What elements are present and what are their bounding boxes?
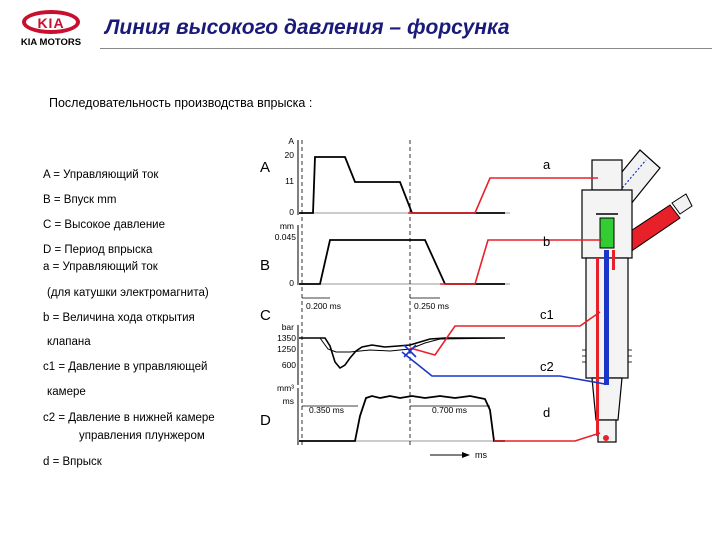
nozzle-holder (591, 377, 623, 421)
legend-item-b-lower: b = Величина хода открытия (43, 312, 195, 324)
axis-label-a-20: 20 (285, 150, 295, 160)
axis-label-c-600: 600 (282, 360, 296, 370)
injector-label-c2: c2 (540, 359, 554, 374)
time-annotations: 0.200 ms 0.250 ms 0.350 ms 0.700 ms (302, 297, 490, 415)
legend-item-a-note: (для катушки электромагнита) (47, 287, 209, 299)
legend-item-d-upper: D = Период впрыска (43, 244, 153, 256)
legend-item-c-upper: C = Высокое давление (43, 219, 165, 231)
axis-label-a-unit: A (288, 136, 294, 146)
fuel-inlet-fitting (671, 193, 693, 215)
axis-labels: A 20 11 0 mm 0.045 0 bar 1350 1250 600 m… (275, 136, 297, 406)
injector-labels: a b c1 c2 d (540, 157, 554, 420)
trace-b-valve-lift (299, 239, 505, 285)
axis-label-d-unit-top: mm³ (277, 383, 294, 393)
axis-label-d-unit-bottom: ms (283, 396, 294, 406)
row-letter-c: C (260, 307, 271, 324)
legend-item-d-lower: d = Впрыск (43, 456, 102, 468)
trace-c1-control-chamber (299, 337, 505, 370)
high-pressure-channel (596, 258, 599, 436)
trace-a-control-current (299, 156, 505, 214)
nozzle-orifice (603, 435, 609, 441)
time-label-t4: 0.700 ms (432, 405, 467, 415)
kia-motors-text: KIA MOTORS (20, 37, 82, 48)
axis-label-b-unit: mm (280, 221, 294, 231)
axis-label-c-1250: 1250 (277, 344, 296, 354)
control-chamber-channel (612, 250, 615, 270)
kia-logo: KIA KIA MOTORS (12, 10, 90, 52)
legend-item-c1: c1 = Давление в управляющей (43, 361, 208, 373)
kia-logo-text: KIA (37, 15, 65, 31)
legend-item-a-lower: a = Управляющий ток (43, 261, 158, 273)
row-letter-a: A (260, 159, 270, 176)
callout-b (440, 239, 602, 285)
callout-c-cross-b (403, 344, 417, 358)
injector-label-a: a (543, 157, 551, 172)
row-letter-d: D (260, 412, 271, 429)
axis-label-a-0: 0 (289, 207, 294, 217)
row-letter-b: B (260, 257, 270, 274)
axis-label-b-0: 0 (289, 278, 294, 288)
injector-label-d: d (543, 405, 550, 420)
sequence-subtitle: Последовательность производства впрыска … (49, 96, 313, 110)
axis-label-b-0045: 0.045 (275, 232, 297, 242)
callout-c1 (409, 311, 601, 356)
injector-label-b: b (543, 234, 550, 249)
time-label-t3: 0.350 ms (309, 405, 344, 415)
time-label-t2: 0.250 ms (414, 301, 449, 311)
title-divider (100, 48, 712, 49)
callout-a (408, 177, 598, 214)
legend-item-b-note: клапана (47, 336, 91, 348)
trace-c2-lower-chamber (299, 337, 506, 353)
legend-item-a-upper: A = Управляющий ток (43, 169, 159, 181)
solenoid-coil (599, 217, 615, 249)
callout-lines (401, 177, 606, 442)
legend-item-c1-note: камере (47, 386, 86, 398)
graph-axes (297, 140, 510, 445)
time-markers (301, 140, 411, 445)
legend-item-c2: c2 = Давление в нижней камере (43, 412, 215, 424)
time-axis-unit: ms (475, 450, 487, 460)
injector-threads (582, 349, 632, 363)
legend-item-b-upper: B = Впуск mm (43, 194, 117, 206)
axis-label-a-11: 11 (285, 176, 294, 186)
kia-logo-oval: KIA (22, 10, 80, 34)
callout-d (494, 432, 601, 442)
injector-label-c1: c1 (540, 307, 554, 322)
legend-item-c2-note: управления плунжером (79, 430, 205, 442)
page-title: Линия высокого давления – форсунка (105, 16, 510, 39)
time-label-t1: 0.200 ms (306, 301, 341, 311)
axis-label-c-1350: 1350 (277, 333, 296, 343)
trace-d-injection (299, 395, 505, 442)
injector-drawing (581, 149, 693, 443)
time-axis-arrowhead (462, 452, 470, 458)
callout-c2 (401, 351, 606, 385)
plunger-channel (604, 250, 609, 385)
axis-label-c-unit: bar (282, 322, 294, 332)
injector-head (591, 159, 623, 191)
